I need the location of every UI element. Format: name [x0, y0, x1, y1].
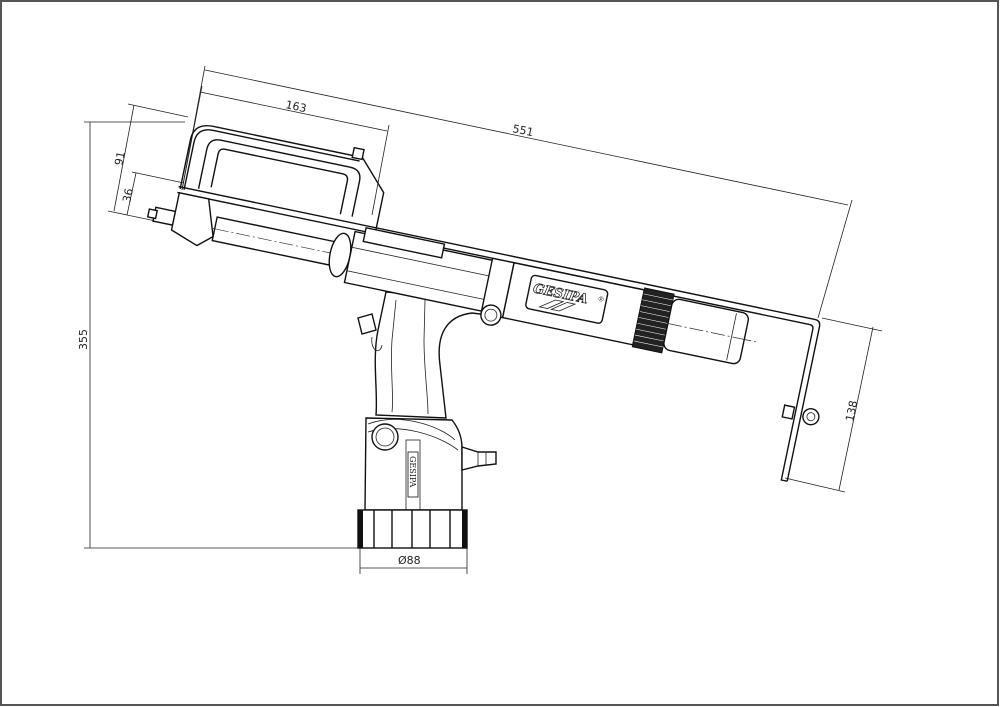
base-collar: [357, 509, 468, 549]
dimension-label-551: 551: [511, 122, 534, 139]
barrel-tube: [211, 216, 336, 266]
dimension-label-88: Ø88: [398, 554, 421, 567]
dimension-355: 355: [77, 121, 360, 549]
base-label-plate: [407, 451, 419, 498]
gesipa-logo-mark: ®: [598, 295, 606, 304]
tool-base: GESIPA: [364, 417, 497, 511]
release-valve: [480, 304, 502, 326]
tool-grip: [357, 291, 497, 419]
dimension-138: 138: [784, 317, 883, 493]
dimension-label-138: 138: [843, 399, 860, 422]
nose-cone: [170, 191, 214, 247]
dimension-label-91: 91: [112, 150, 128, 166]
dimension-163: 163: [181, 85, 390, 216]
suspension-frame: [177, 125, 821, 482]
tool-body: GESIPA ®: [146, 125, 821, 482]
air-inlet-fitting: [461, 446, 497, 471]
dimension-36: 36: [120, 171, 185, 216]
dimension-label-355: 355: [77, 329, 90, 350]
dimension-label-36: 36: [120, 187, 136, 203]
gesipa-logo-plate: [525, 274, 609, 324]
base-label: GESIPA: [408, 456, 417, 488]
eye-hook: [781, 404, 820, 426]
dimension-label-163: 163: [284, 98, 307, 115]
